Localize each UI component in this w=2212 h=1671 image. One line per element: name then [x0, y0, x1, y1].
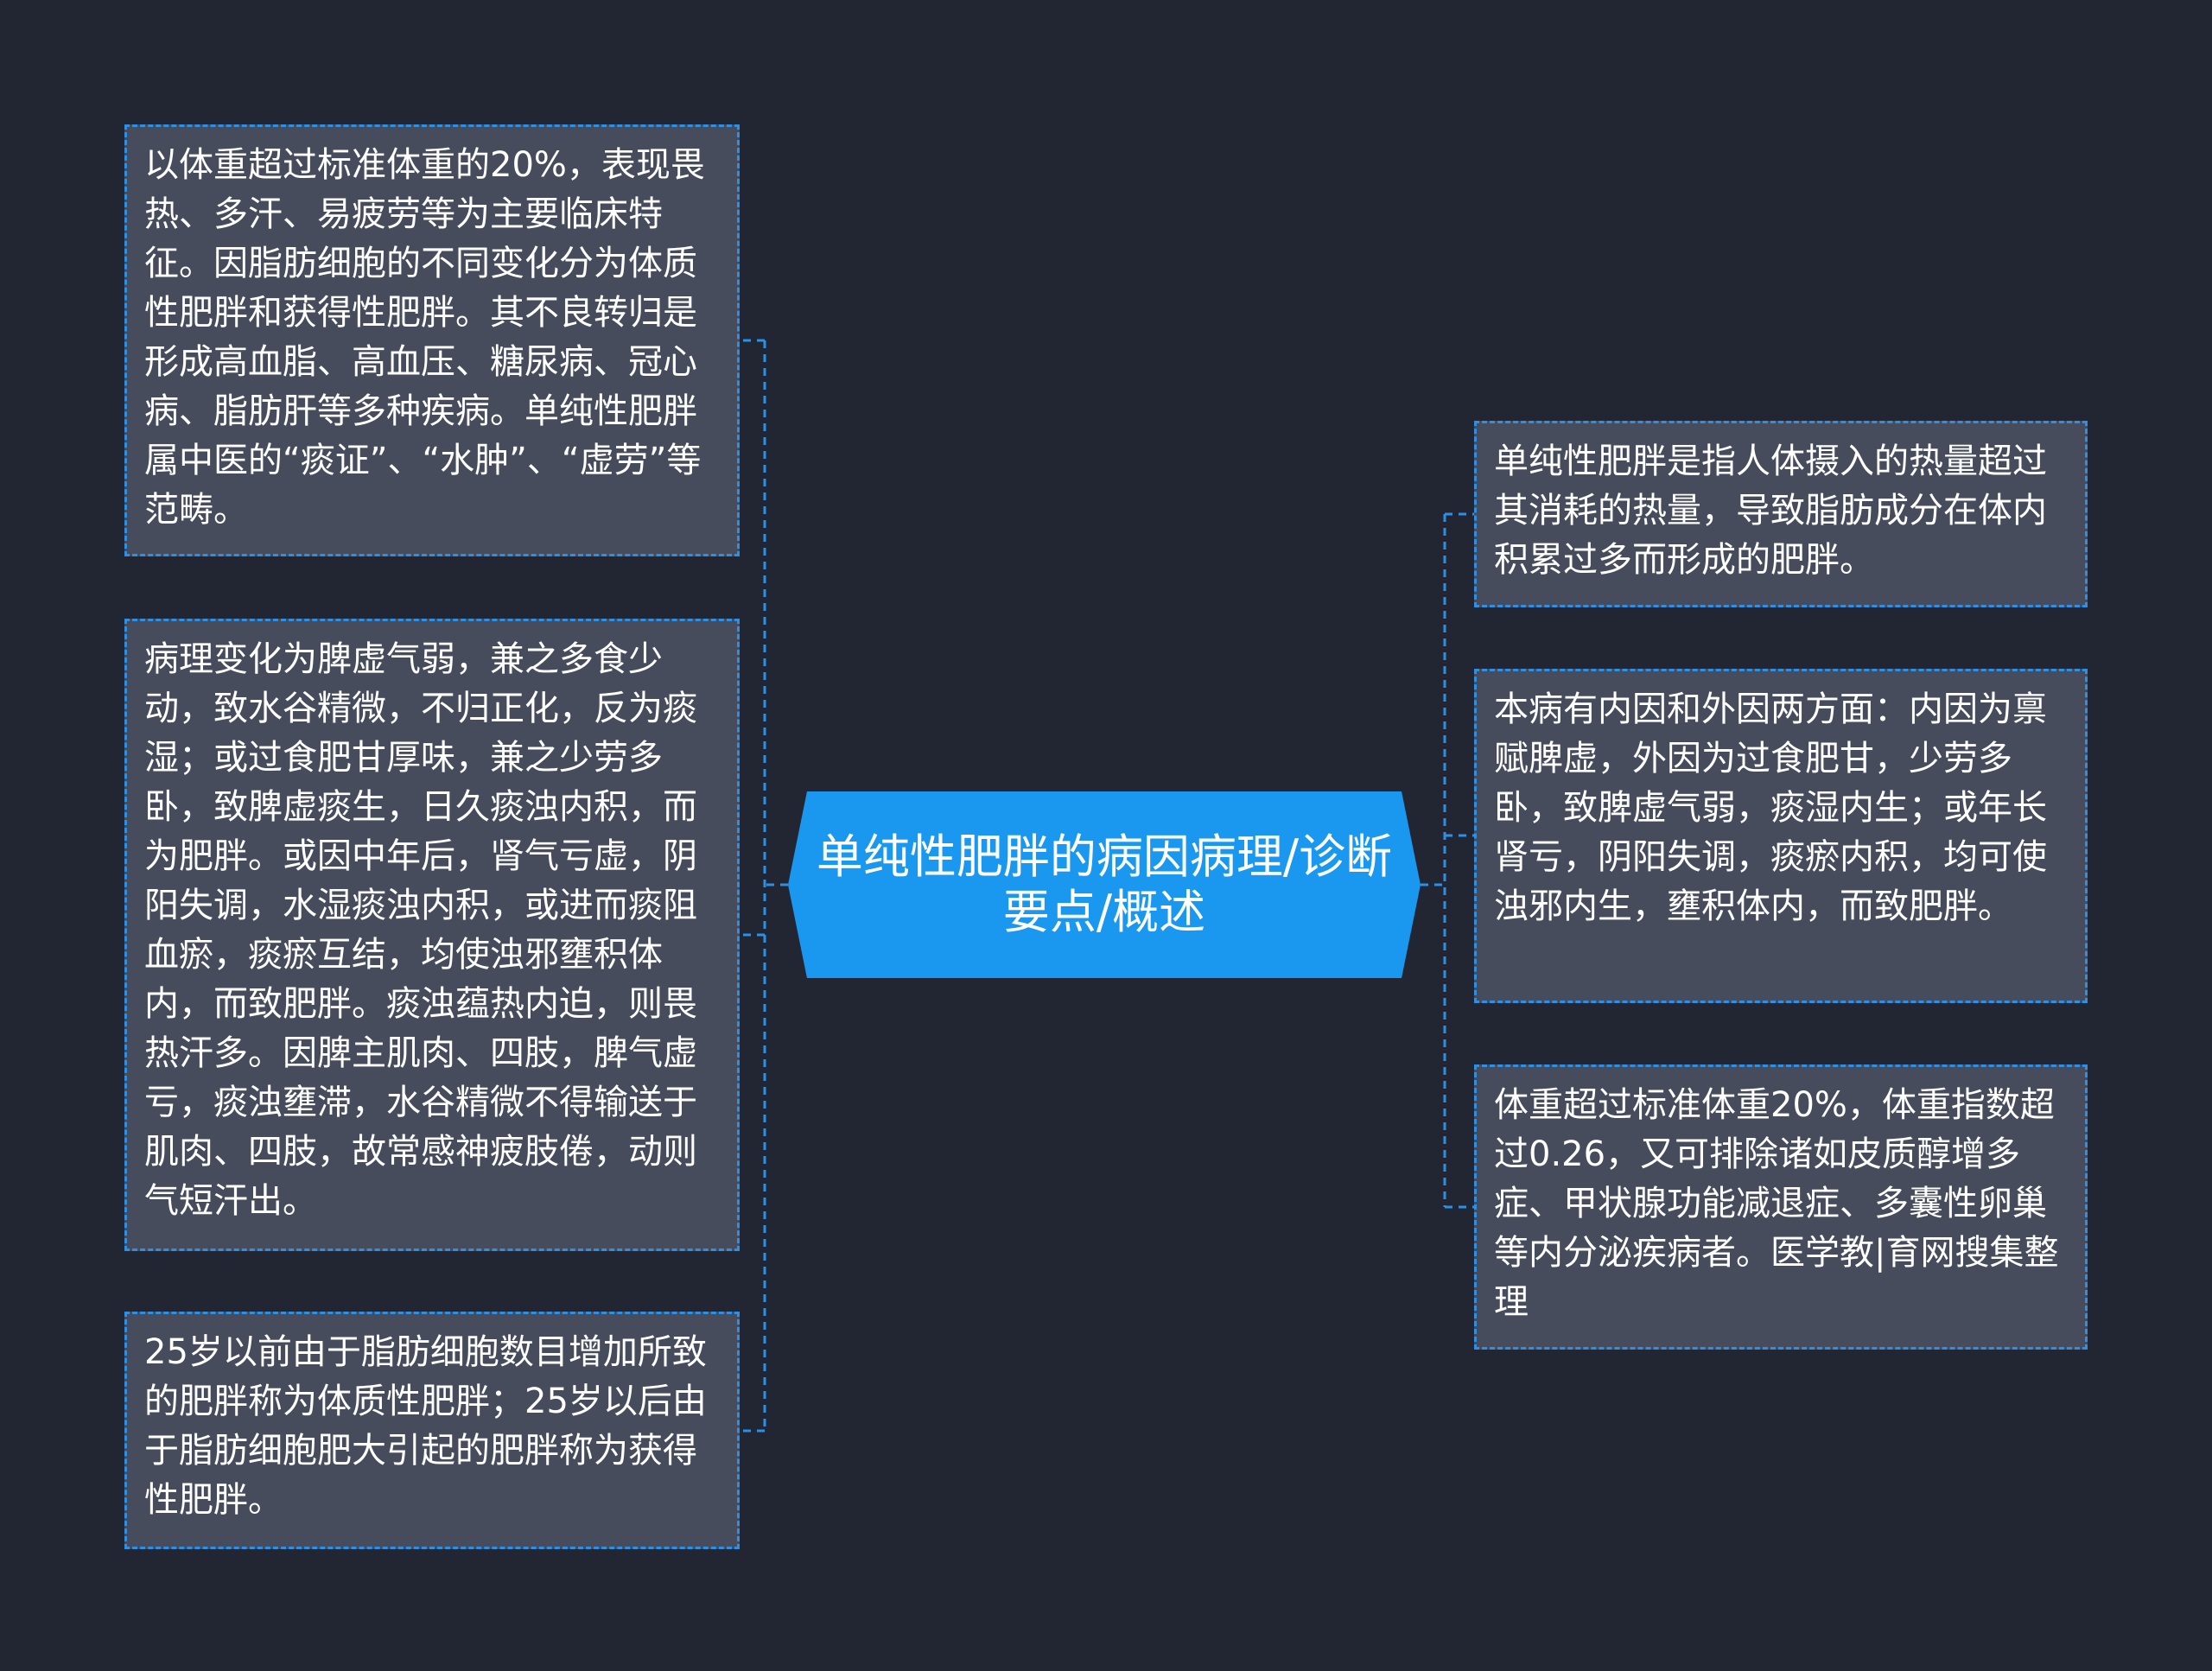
- right-node-1-text: 单纯性肥胖是指人体摄入的热量超过其消耗的热量，导致脂肪成分在体内积累过多而形成的…: [1494, 442, 2047, 580]
- right-node-2-text: 本病有内因和外因两方面：内因为禀赋脾虚，外因为过食肥甘，少劳多卧，致脾虚气弱，痰…: [1494, 689, 2047, 926]
- left-node-2[interactable]: 病理变化为脾虚气弱，兼之多食少动，致水谷精微，不归正化，反为痰湿；或过食肥甘厚味…: [124, 619, 740, 1251]
- right-node-2[interactable]: 本病有内因和外因两方面：内因为禀赋脾虚，外因为过食肥甘，少劳多卧，致脾虚气弱，痰…: [1474, 669, 2088, 1003]
- left-node-1-text: 以体重超过标准体重的20%，表现畏热、多汗、易疲劳等为主要临床特征。因脂肪细胞的…: [144, 145, 705, 530]
- right-node-3[interactable]: 体重超过标准体重20%，体重指数超过0.26，又可排除诸如皮质醇增多症、甲状腺功…: [1474, 1064, 2088, 1350]
- left-node-2-text: 病理变化为脾虚气弱，兼之多食少动，致水谷精微，不归正化，反为痰湿；或过食肥甘厚味…: [144, 639, 697, 1221]
- left-node-1[interactable]: 以体重超过标准体重的20%，表现畏热、多汗、易疲劳等为主要临床特征。因脂肪细胞的…: [124, 124, 740, 556]
- right-node-1[interactable]: 单纯性肥胖是指人体摄入的热量超过其消耗的热量，导致脂肪成分在体内积累过多而形成的…: [1474, 421, 2088, 607]
- center-topic-node[interactable]: 单纯性肥胖的病因病理/诊断要点/概述: [788, 791, 1421, 978]
- right-node-3-text: 体重超过标准体重20%，体重指数超过0.26，又可排除诸如皮质醇增多症、甲状腺功…: [1494, 1085, 2059, 1322]
- left-node-3[interactable]: 25岁以前由于脂肪细胞数目增加所致的肥胖称为体质性肥胖；25岁以后由于脂肪细胞肥…: [124, 1312, 740, 1549]
- center-topic-title: 单纯性肥胖的病因病理/诊断要点/概述: [816, 829, 1393, 939]
- left-node-3-text: 25岁以前由于脂肪细胞数目增加所致的肥胖称为体质性肥胖；25岁以后由于脂肪细胞肥…: [144, 1332, 707, 1520]
